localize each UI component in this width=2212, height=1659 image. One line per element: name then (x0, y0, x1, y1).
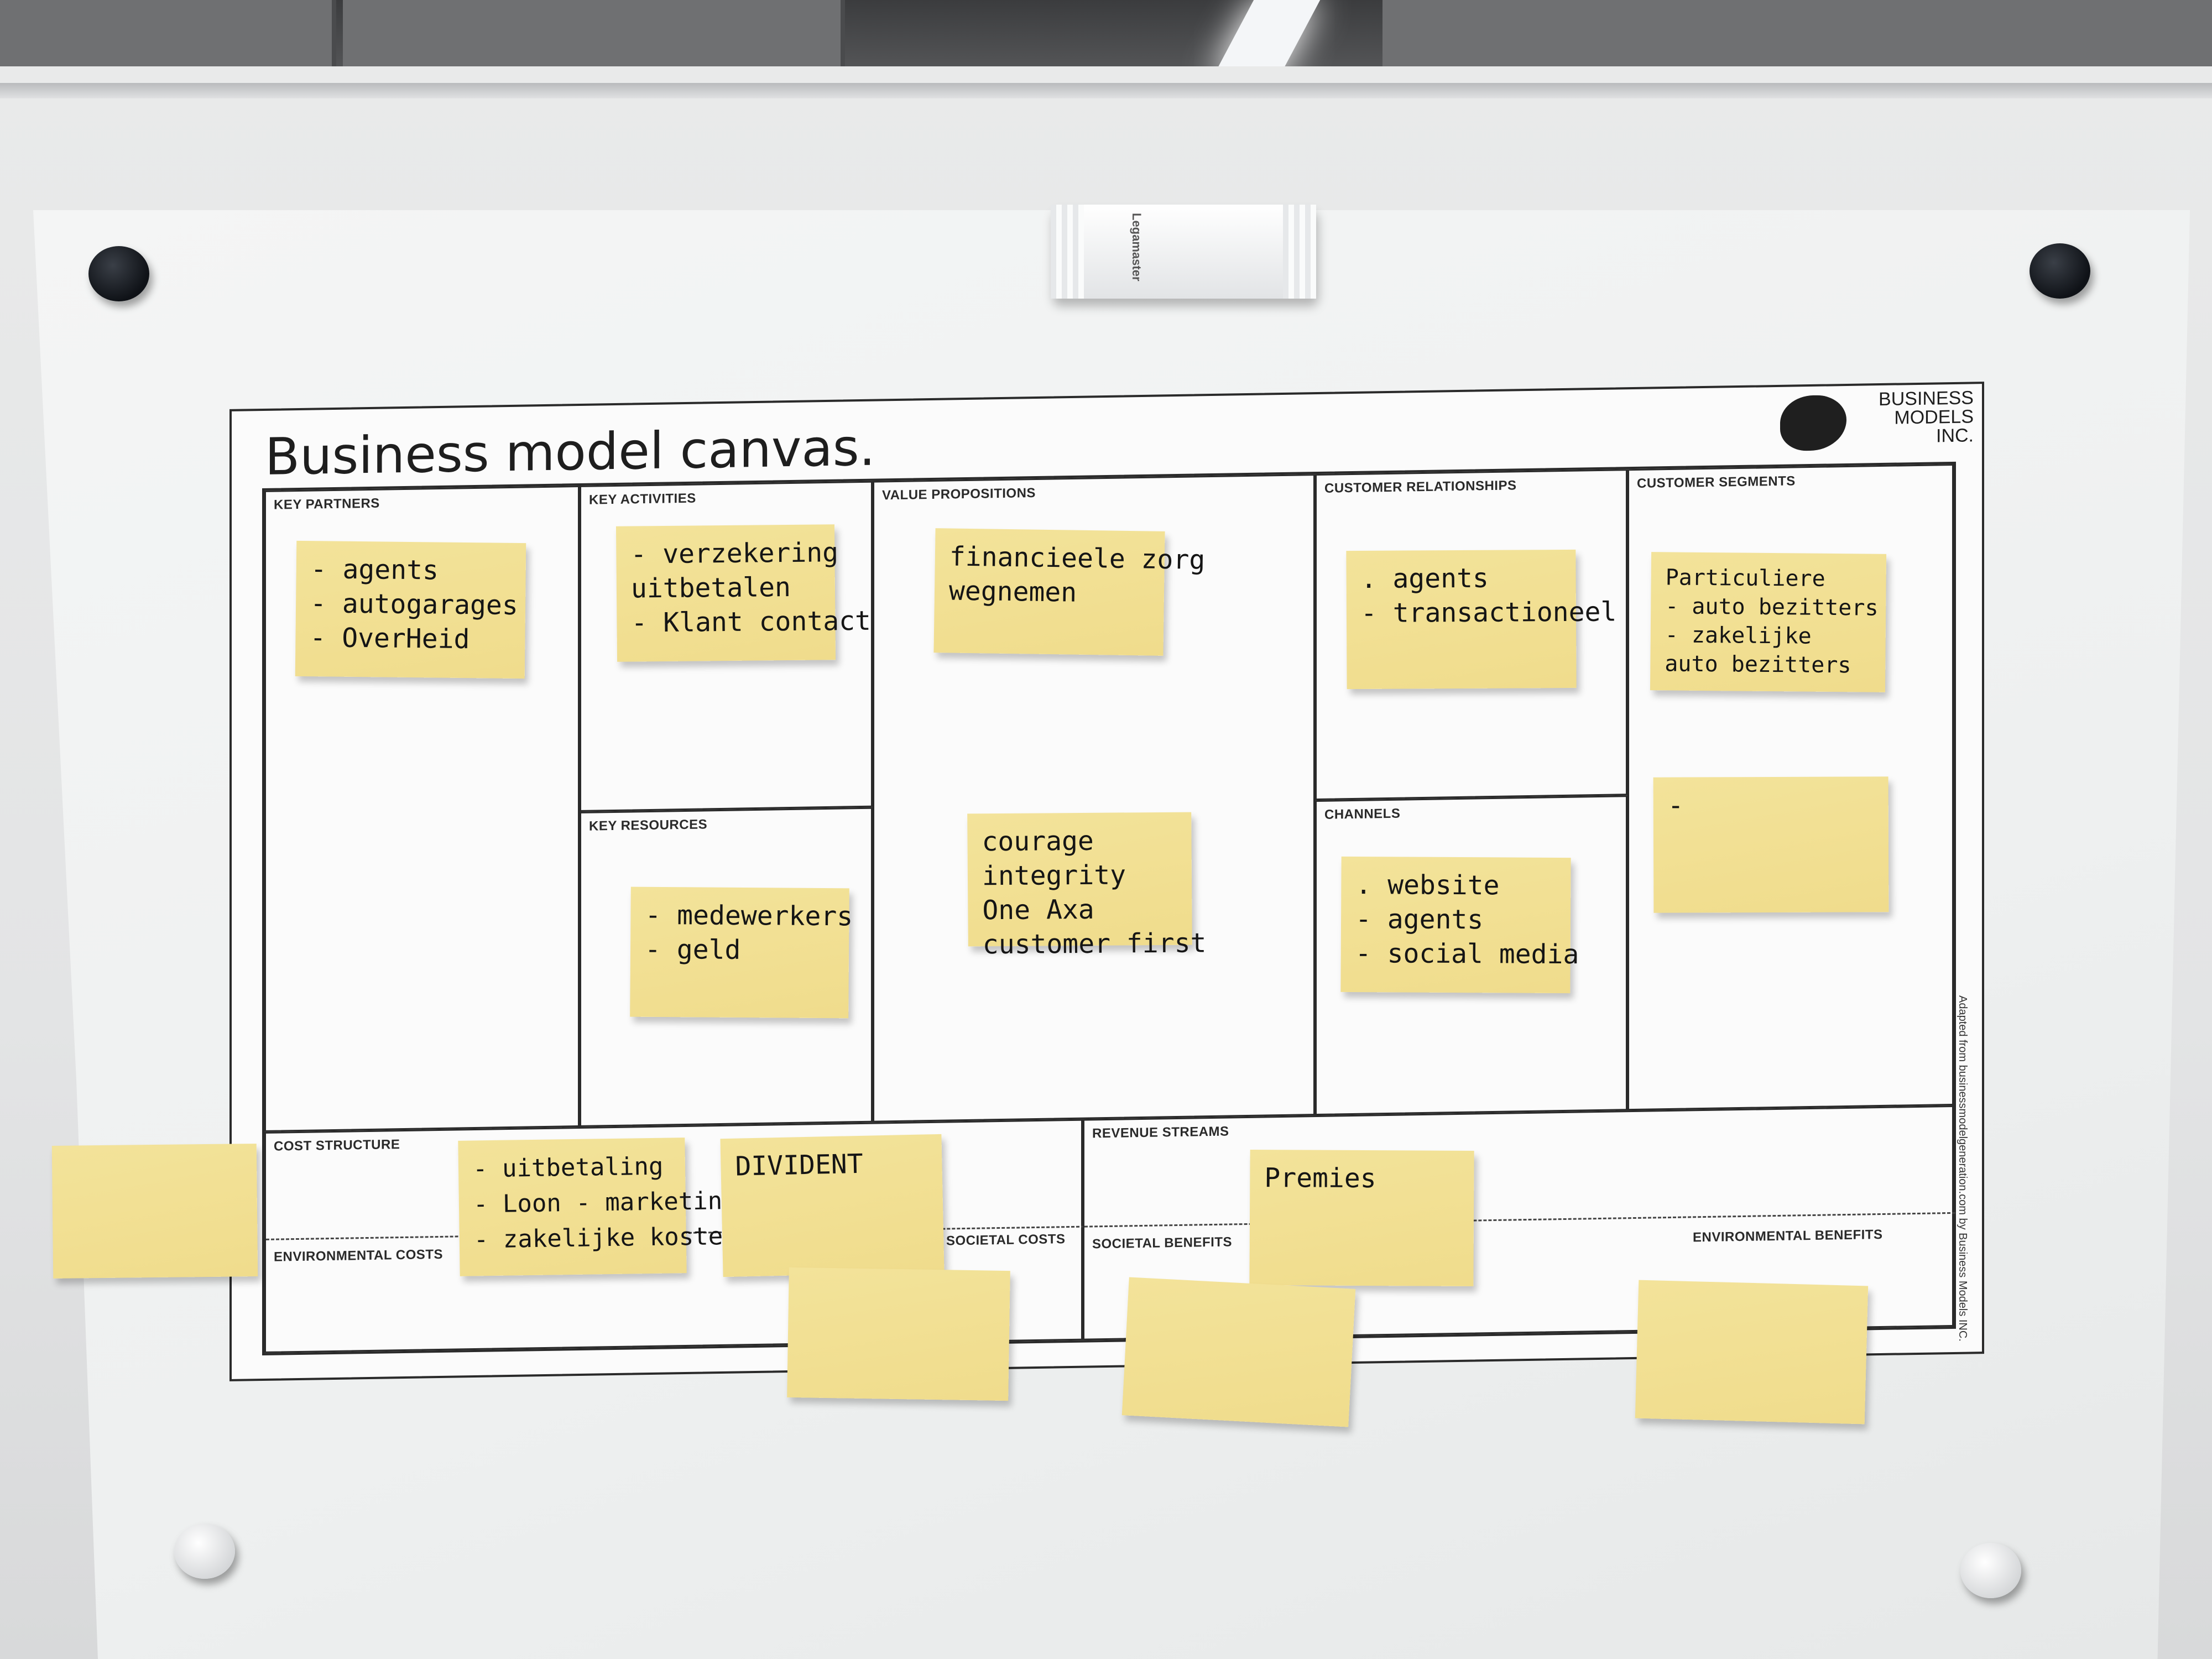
sticky-note-revenue-streams[interactable]: Premies (1249, 1149, 1474, 1287)
key-activities-label: KEY ACTIVITIES (589, 491, 696, 508)
customer-segments-label: CUSTOMER SEGMENTS (1637, 473, 1796, 491)
whiteboard-frame (0, 83, 2212, 98)
value-propositions-label: VALUE PROPOSITIONS (882, 486, 1036, 503)
sticky-note-blank[interactable] (1121, 1277, 1356, 1427)
environmental-costs-label: ENVIRONMENTAL COSTS (274, 1246, 443, 1265)
sticky-note-key-resources[interactable]: - medewerkers - geld (630, 886, 853, 1019)
sticky-note-customer-segments[interactable]: Particuliere - auto bezitters - zakelijk… (1650, 552, 1887, 692)
customer-relationships-label: CUSTOMER RELATIONSHIPS (1324, 478, 1517, 496)
sticky-note-dividend[interactable]: DIVIDENT (720, 1134, 945, 1277)
company-logo-text: BUSINESS MODELS INC. (1879, 387, 1974, 447)
channels-label: CHANNELS (1324, 806, 1401, 822)
sticky-note-value-proposition[interactable]: financieele zorg wegnemen (933, 528, 1206, 656)
sticky-note-channels[interactable]: . website - agents - social media (1340, 856, 1579, 994)
key-partners-label: KEY PARTNERS (274, 495, 380, 513)
black-magnet (88, 246, 149, 301)
sticky-note-blank[interactable] (787, 1267, 1010, 1401)
eraser-brand-label: Legamaster (1130, 213, 1144, 281)
black-magnet (2030, 243, 2090, 299)
key-resources-label: KEY RESOURCES (589, 817, 708, 834)
ceiling-lamp (1212, 0, 1321, 77)
societal-benefits-label: SOCIETAL BENEFITS (1092, 1234, 1232, 1252)
environmental-benefits-label: ENVIRONMENTAL BENEFITS (1693, 1227, 1883, 1245)
sticky-note-cost-structure[interactable]: - uitbetaling - Loon - marketing - zakel… (458, 1138, 738, 1276)
revenue-streams-label: REVENUE STREAMS (1092, 1124, 1229, 1141)
sticky-note-core-values[interactable]: courage integrity One Axa customer first (967, 812, 1207, 960)
sticky-note-customer-relationships[interactable]: . agents - transactioneel (1346, 549, 1616, 690)
sticky-note-key-partners[interactable]: - agents - autogarages - OverHeid (295, 540, 526, 679)
white-magnet (1960, 1543, 2021, 1598)
canvas-title: Business model canvas. (265, 418, 875, 487)
company-logo-icon (1780, 394, 1846, 451)
sticky-note-blank[interactable] (1635, 1280, 1869, 1425)
cost-structure-label: COST STRUCTURE (274, 1137, 400, 1154)
revenue-divider (1084, 1212, 1955, 1228)
whiteboard-eraser (1051, 205, 1316, 299)
white-magnet (174, 1524, 235, 1579)
sticky-note-blank[interactable] (51, 1144, 258, 1279)
attribution-note: Adapted from businessmodelgeneration.com… (1957, 995, 1969, 1342)
societal-costs-label: SOCIETAL COSTS (946, 1232, 1066, 1249)
sticky-note-key-activities[interactable]: - verzekering uitbetalen - Klant contact (615, 524, 871, 662)
sticky-note-customer-segments-empty[interactable]: - (1653, 776, 1889, 913)
